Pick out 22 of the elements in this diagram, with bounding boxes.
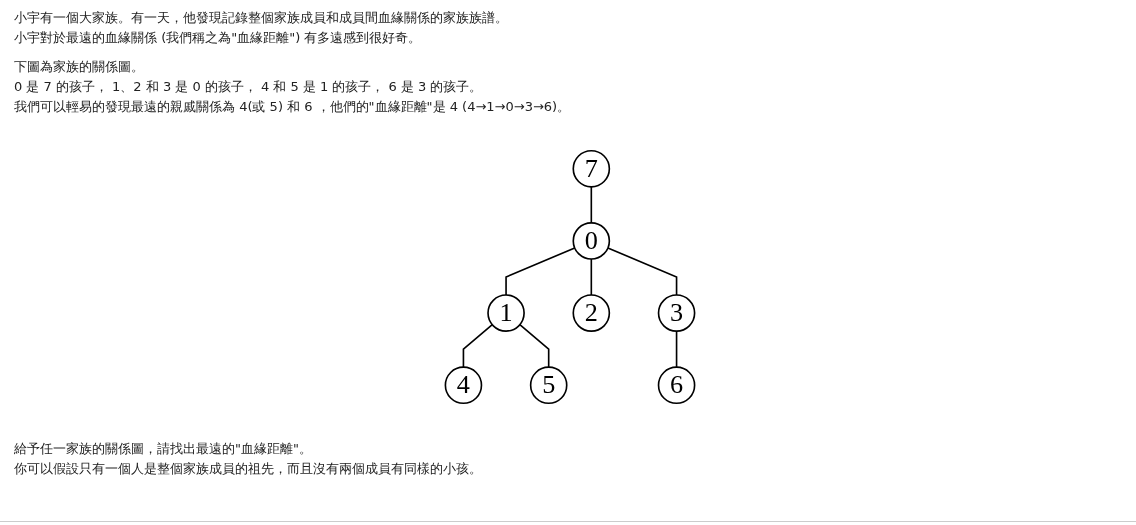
connector — [505, 247, 576, 296]
node-circle: 5 — [529, 366, 568, 405]
description-text: 給予任一家族的關係圖，請找出最遠的"血緣距離"。 — [14, 440, 312, 458]
description-text: 小宇對於最遠的血緣關係 (我們稱之為"血緣距離") 有多遠感到很好奇。 — [14, 29, 422, 47]
description-text: 0 是 7 的孩子， 1、2 和 3 是 0 的孩子， 4 和 5 是 1 的孩子， 6 是 3 的孩子。 — [14, 78, 483, 96]
description-text: 小宇有一個大家族。有一天，他發現記錄整個家族成員和成員間血緣關係的家族族譜。 — [14, 9, 508, 27]
description-text: 我們可以輕易的發現最遠的親戚關係為 4(或 5) 和 6 ，他們的"血緣距離"是 4 (4→1→0→3→6)。 — [14, 98, 571, 116]
description-text: 下圖為家族的關係圖。 — [14, 58, 144, 76]
connector — [462, 323, 494, 368]
node-circle: 3 — [657, 294, 696, 332]
connector — [519, 323, 550, 368]
connector — [607, 247, 678, 296]
node-circle: 4 — [444, 366, 483, 405]
connector — [675, 330, 678, 368]
node-circle: 1 — [487, 294, 525, 332]
connector — [590, 186, 593, 224]
connector — [590, 258, 593, 296]
node-circle: 0 — [572, 222, 611, 260]
node-circle: 7 — [572, 149, 611, 188]
description-text: 你可以假設只有一個人是整個家族成員的祖先，而且沒有兩個成員有同樣的小孩。 — [14, 460, 482, 478]
node-circle: 2 — [572, 294, 611, 332]
node-circle: 6 — [657, 366, 696, 405]
